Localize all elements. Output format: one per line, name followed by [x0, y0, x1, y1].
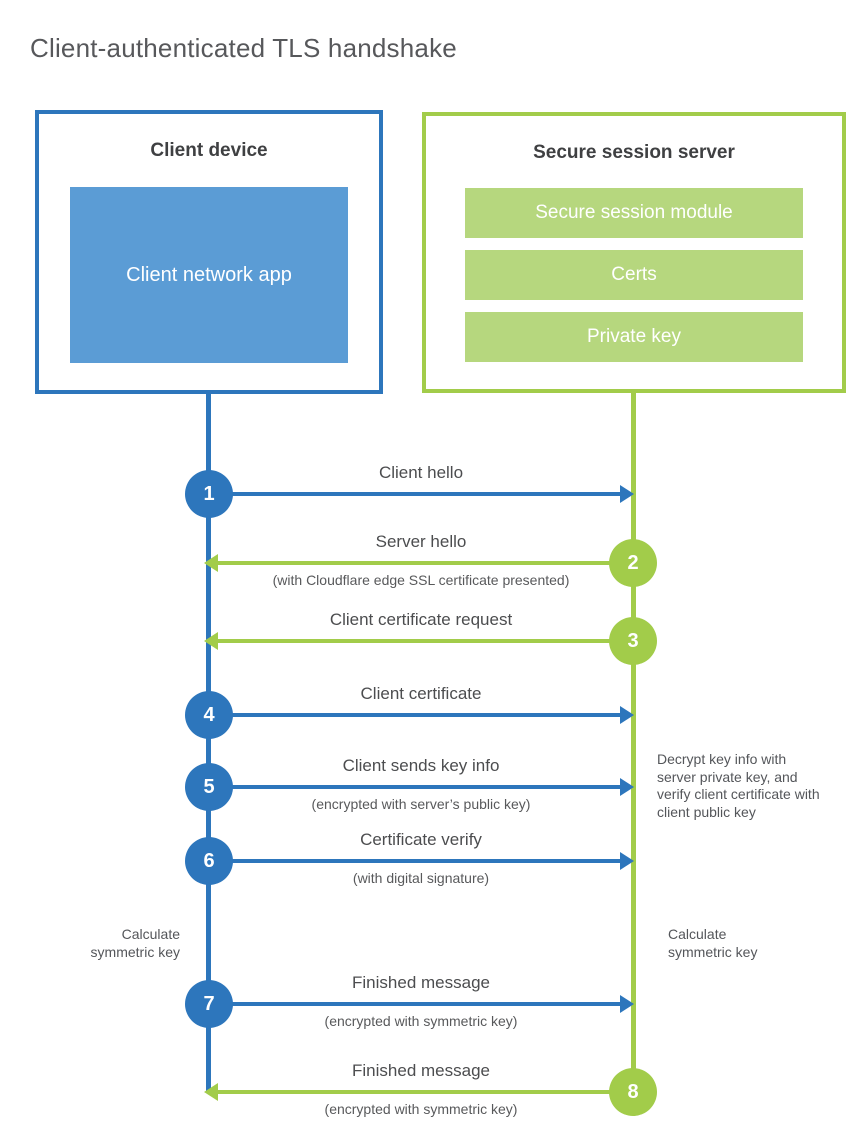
step-number-badge: 6 [185, 837, 233, 885]
secure-session-server-title: Secure session server [533, 142, 735, 163]
step-label: Client certificate [360, 684, 482, 703]
arrow-line [209, 492, 621, 496]
step-sublabel: (with Cloudflare edge SSL certificate pr… [272, 572, 570, 588]
server-module-secure-session: Secure session module [465, 188, 803, 238]
arrow-line [209, 785, 621, 789]
step-label: Server hello [375, 532, 467, 551]
step-number-badge: 2 [609, 539, 657, 587]
arrow-right-icon [620, 995, 634, 1013]
arrow-line [218, 639, 633, 643]
arrow-right-icon [620, 485, 634, 503]
arrow-right-icon [620, 778, 634, 796]
client-network-app-label: Client network app [126, 263, 292, 286]
step-label: Finished message [352, 1061, 490, 1080]
step-sublabel: (encrypted with symmetric key) [324, 1013, 518, 1029]
client-device-title: Client device [150, 140, 268, 161]
step-sublabel: (encrypted with server’s public key) [311, 796, 531, 812]
arrow-right-icon [620, 706, 634, 724]
page-title: Client-authenticated TLS handshake [30, 33, 457, 64]
step-number-badge: 1 [185, 470, 233, 518]
arrow-line [218, 561, 633, 565]
arrow-line [209, 713, 621, 717]
client-lifeline [206, 392, 211, 1092]
arrow-line [209, 859, 621, 863]
note-calculate-symmetric-key-client: Calculate symmetric key [90, 926, 180, 960]
arrow-left-icon [204, 554, 218, 572]
server-lifeline [631, 391, 636, 1092]
step-label: Client certificate request [329, 610, 513, 629]
step-number-badge: 3 [609, 617, 657, 665]
step-number-badge: 8 [609, 1068, 657, 1116]
server-modules: Secure session module Certs Private key [465, 188, 803, 374]
arrow-right-icon [620, 852, 634, 870]
step-number-badge: 5 [185, 763, 233, 811]
step-label: Client sends key info [342, 756, 500, 775]
step-label: Certificate verify [360, 830, 482, 849]
step-sublabel: (encrypted with symmetric key) [324, 1101, 518, 1117]
note-calculate-symmetric-key-server: Calculate symmetric key [668, 926, 758, 960]
arrow-line [209, 1002, 621, 1006]
step-label: Client hello [378, 463, 464, 482]
arrow-left-icon [204, 1083, 218, 1101]
step-number-badge: 7 [185, 980, 233, 1028]
secure-session-server-box: Secure session server Secure session mod… [422, 112, 846, 393]
arrow-left-icon [204, 632, 218, 650]
client-network-app-box: Client network app [70, 187, 348, 363]
step-label: Finished message [352, 973, 490, 992]
server-module-private-key: Private key [465, 312, 803, 362]
client-device-box: Client device Client network app [35, 110, 383, 394]
step-number-badge: 4 [185, 691, 233, 739]
arrow-line [218, 1090, 633, 1094]
step-sublabel: (with digital signature) [352, 870, 490, 886]
note-decrypt-key-info: Decrypt key info with server private key… [657, 751, 820, 820]
server-module-certs: Certs [465, 250, 803, 300]
